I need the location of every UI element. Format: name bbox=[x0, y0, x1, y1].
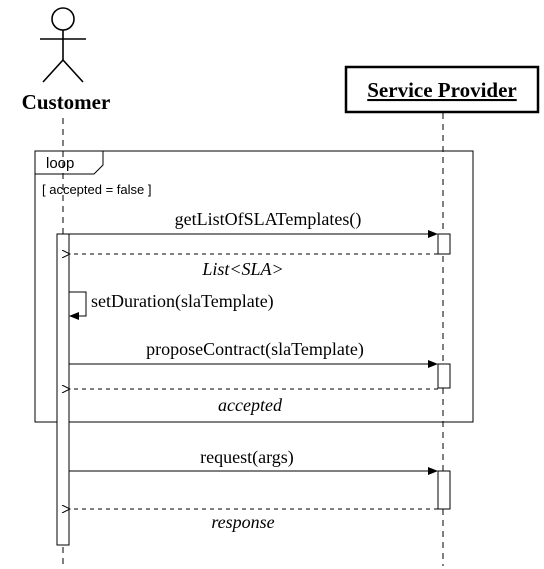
loop-guard: [ accepted = false ] bbox=[42, 182, 151, 197]
message-request: request(args) bbox=[69, 447, 438, 475]
return-label: List<SLA> bbox=[201, 259, 283, 279]
message-label: getListOfSLATemplates() bbox=[175, 209, 362, 230]
provider-activation-3 bbox=[437, 470, 451, 510]
message-label: proposeContract(slaTemplate) bbox=[146, 339, 364, 360]
provider-activation-1 bbox=[437, 233, 451, 255]
return-label: response bbox=[211, 512, 274, 532]
return-label: accepted bbox=[218, 395, 283, 415]
service-provider-participant: Service Provider bbox=[344, 65, 540, 114]
return-accepted: accepted bbox=[70, 389, 438, 415]
stick-figure-icon bbox=[40, 7, 86, 83]
provider-activation-2 bbox=[437, 363, 451, 389]
message-get-list: getListOfSLATemplates() bbox=[69, 209, 438, 238]
customer-actor: Customer bbox=[22, 7, 111, 114]
customer-activation-bar bbox=[56, 233, 70, 546]
service-provider-label: Service Provider bbox=[367, 78, 516, 102]
participant-box bbox=[344, 65, 540, 114]
loop-frame bbox=[34, 150, 474, 423]
message-propose-contract: proposeContract(slaTemplate) bbox=[69, 339, 438, 368]
loop-keyword: loop bbox=[46, 155, 74, 172]
message-label: setDuration(slaTemplate) bbox=[91, 291, 274, 312]
message-set-duration: setDuration(slaTemplate) bbox=[69, 291, 274, 320]
return-list-sla: List<SLA> bbox=[70, 254, 438, 279]
message-label: request(args) bbox=[200, 447, 294, 468]
loop-fragment: loop [ accepted = false ] bbox=[34, 150, 474, 423]
return-response: response bbox=[70, 509, 438, 532]
self-call-arrow bbox=[69, 291, 87, 320]
customer-label: Customer bbox=[22, 90, 111, 114]
loop-tab bbox=[35, 151, 104, 175]
